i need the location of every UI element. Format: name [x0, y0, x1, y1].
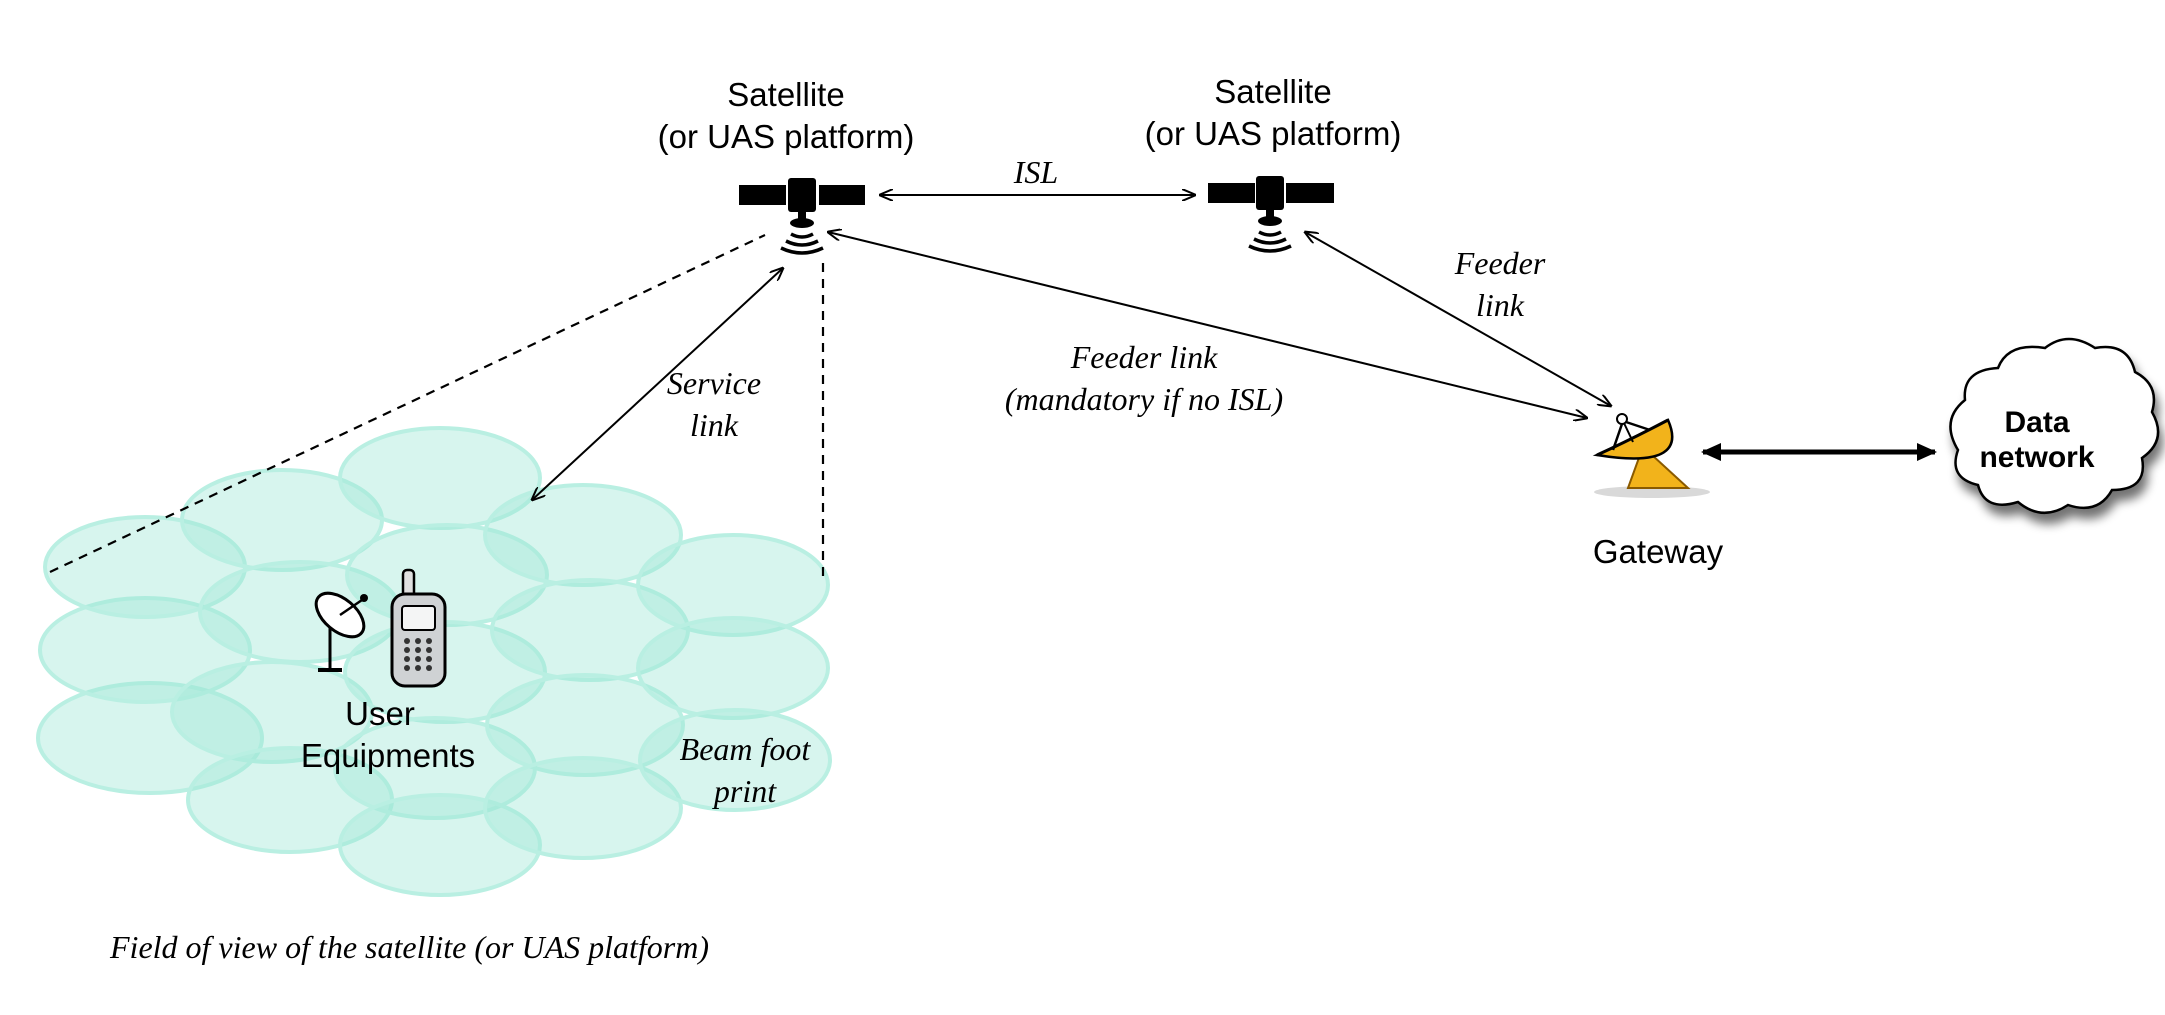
svg-text:Feeder: Feeder: [1454, 245, 1546, 281]
links: [532, 195, 1937, 500]
mobile-phone-icon: [390, 568, 447, 688]
satellite-dish-icon: [314, 591, 368, 672]
data-network-label: Data network: [1979, 406, 2094, 474]
cloud-icon: [1949, 337, 2160, 514]
gateway-label: Gateway: [1593, 533, 1724, 570]
isl-label: ISL: [1013, 154, 1058, 190]
svg-text:network: network: [1979, 441, 2094, 474]
svg-text:(or UAS platform): (or UAS platform): [1145, 115, 1402, 152]
svg-text:(or UAS platform): (or UAS platform): [658, 118, 915, 155]
svg-text:User: User: [345, 695, 415, 732]
beam-cell: [38, 596, 252, 704]
svg-text:Equipments: Equipments: [301, 737, 475, 774]
feeder-link-right-arrow: [1305, 232, 1611, 406]
beam-cell: [483, 756, 683, 860]
svg-text:Beam foot: Beam foot: [680, 731, 812, 767]
svg-text:Service: Service: [667, 365, 761, 401]
svg-text:Satellite: Satellite: [1214, 73, 1331, 110]
field-of-view-caption: Field of view of the satellite (or UAS p…: [109, 929, 709, 965]
feeder-link-right-label: Feeder link: [1454, 245, 1546, 323]
svg-text:Satellite: Satellite: [727, 76, 844, 113]
svg-text:Data: Data: [2004, 406, 2069, 439]
beam-cell: [638, 708, 832, 812]
service-link-label: Service link: [667, 365, 761, 443]
feeder-link-center-label: Feeder link (mandatory if no ISL): [1005, 339, 1283, 417]
svg-text:link: link: [690, 407, 739, 443]
svg-text:print: print: [712, 773, 777, 809]
beam-cell: [636, 616, 830, 720]
satellite-right-label: Satellite (or UAS platform): [1145, 73, 1402, 152]
satellite-icon: [739, 178, 865, 255]
svg-text:(mandatory if no ISL): (mandatory if no ISL): [1005, 381, 1283, 417]
user-equipments-label: User Equipments: [301, 695, 475, 774]
satellite-left-label: Satellite (or UAS platform): [658, 76, 915, 155]
beam-cell: [170, 660, 374, 764]
beam-cell: [36, 681, 264, 795]
svg-text:Feeder link: Feeder link: [1070, 339, 1218, 375]
beam-cell: [636, 533, 830, 637]
beam-footprint-label: Beam foot print: [680, 731, 812, 809]
beam-cell: [485, 673, 685, 777]
service-link-arrow: [532, 268, 783, 500]
svg-text:link: link: [1476, 287, 1525, 323]
gateway-antenna-icon: [1592, 413, 1710, 498]
satellite-icon: [1208, 176, 1334, 253]
